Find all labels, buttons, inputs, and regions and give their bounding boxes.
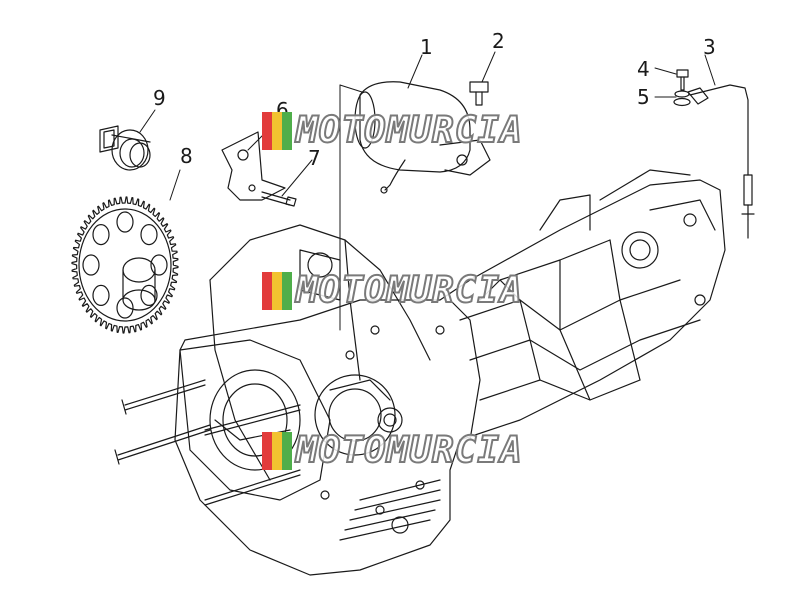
cylinder-block bbox=[179, 339, 331, 501]
callout-7: 7 bbox=[308, 146, 321, 170]
gear-web bbox=[78, 208, 172, 322]
cable bbox=[687, 84, 755, 239]
gear-hole bbox=[116, 211, 134, 233]
gear-hub bbox=[122, 257, 156, 283]
starter-gear bbox=[71, 196, 179, 334]
callout-2: 2 bbox=[492, 29, 505, 53]
gear-hub-end bbox=[122, 289, 156, 311]
intermediate-gear bbox=[99, 125, 151, 171]
watermark-middle: MOTOMURCIA bbox=[262, 270, 542, 312]
callout-3: 3 bbox=[703, 35, 716, 59]
callout-9: 9 bbox=[153, 86, 166, 110]
watermark-text: MOTOMURCIA bbox=[295, 270, 523, 311]
callout-5: 5 bbox=[637, 85, 650, 109]
gear-teeth bbox=[71, 196, 179, 334]
watermark-flag bbox=[262, 112, 292, 150]
gear-hole bbox=[116, 297, 134, 319]
watermark-bottom: MOTOMURCIA bbox=[262, 430, 542, 472]
bracket-screw bbox=[261, 191, 297, 207]
bracket bbox=[221, 131, 286, 201]
gear-hub-sleeve bbox=[122, 269, 156, 301]
watermark-text: MOTOMURCIA bbox=[295, 110, 523, 151]
starter-bolt bbox=[469, 81, 489, 106]
callout-1: 1 bbox=[420, 35, 433, 59]
crankcase bbox=[174, 169, 726, 576]
screw-washers bbox=[673, 69, 691, 107]
gear-hole bbox=[140, 224, 158, 246]
gear-hole bbox=[92, 284, 110, 306]
watermark-text: MOTOMURCIA bbox=[295, 430, 523, 471]
gear-hole bbox=[92, 224, 110, 246]
gear-hole bbox=[82, 254, 100, 276]
watermark-flag bbox=[262, 272, 292, 310]
gear-hole bbox=[140, 284, 158, 306]
watermark-top: MOTOMURCIA bbox=[262, 110, 542, 152]
watermark-flag bbox=[262, 432, 292, 470]
cylinder-studs bbox=[114, 379, 301, 506]
callout-4: 4 bbox=[637, 57, 650, 81]
gear-hole bbox=[150, 254, 168, 276]
callout-8: 8 bbox=[180, 144, 193, 168]
starter-motor bbox=[354, 81, 491, 194]
